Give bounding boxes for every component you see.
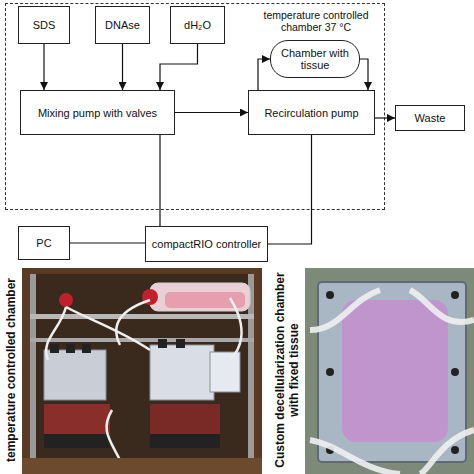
node-text: PC: [34, 237, 53, 249]
flow-connector: [375, 117, 395, 118]
tube-connector: [59, 293, 73, 307]
cabinet-photo: [22, 268, 262, 474]
screw: [326, 291, 334, 299]
peristaltic-pump: [150, 404, 220, 434]
tubing: [46, 298, 241, 460]
node-text: SDS: [31, 19, 58, 31]
frame-post: [30, 274, 36, 469]
flow-connector: [43, 44, 44, 90]
node-text: dH₂O: [182, 19, 213, 31]
chamber-plate: [318, 282, 466, 462]
valve: [66, 344, 75, 353]
flow-connector: [258, 59, 270, 90]
node-text: DNAse: [103, 19, 142, 31]
flow-connector: [175, 112, 248, 113]
node-text: Recirculation pump: [262, 107, 360, 119]
screw: [451, 291, 459, 299]
pump-box: Recirculation pump: [248, 90, 375, 135]
controller-box: compactRIO controller: [145, 226, 268, 262]
cabinet-floor: [22, 458, 262, 474]
valve: [50, 344, 59, 353]
tissue-chamber: Chamber with tissue: [270, 40, 360, 78]
screw: [451, 446, 459, 454]
pump-box: Mixing pump with valves: [20, 90, 175, 135]
flow-connector: [268, 135, 312, 244]
flow-connector: [360, 59, 368, 90]
cabinet-wood: [22, 268, 262, 474]
screw: [326, 368, 334, 376]
tubing: [310, 290, 474, 474]
cabinet-interior: [30, 274, 254, 469]
photo-background: [305, 268, 474, 474]
screw: [451, 368, 459, 376]
flow-connector: [70, 242, 145, 243]
node-text: Mixing pump with valves: [36, 107, 159, 119]
valve: [158, 339, 167, 348]
pump-base: [150, 434, 220, 448]
pump-base: [44, 434, 110, 448]
photo-caption: Custom decellularization chamber with fi…: [273, 270, 301, 470]
reagent-box: DNAse: [95, 6, 150, 44]
tissue: [342, 300, 448, 442]
valve: [82, 344, 91, 353]
valve-block: [44, 350, 106, 400]
peristaltic-pump: [44, 404, 110, 434]
flow-connector: [159, 135, 160, 226]
node-text: Chamber with tissue: [271, 47, 359, 71]
chamber-photo: [305, 268, 474, 474]
reagent-box: dH₂O: [170, 6, 225, 44]
node-text: temperature controlled chamber 37 °C: [254, 9, 378, 33]
flow-connector: [122, 44, 123, 90]
flow-connector: [160, 44, 198, 90]
node-text: Waste: [413, 112, 448, 124]
computer-box: PC: [18, 226, 70, 260]
waste-box: Waste: [395, 105, 465, 131]
valve: [176, 339, 185, 348]
reagent-box: SDS: [18, 6, 70, 44]
node-text: compactRIO controller: [150, 238, 263, 250]
photo-caption: temperature controlled chamber: [4, 265, 18, 474]
valve-block: [150, 345, 214, 400]
shelf: [30, 338, 254, 342]
valve-block: [210, 352, 240, 392]
chamber-group: temperature controlled chamber 37 °C SDS D…: [5, 3, 385, 210]
